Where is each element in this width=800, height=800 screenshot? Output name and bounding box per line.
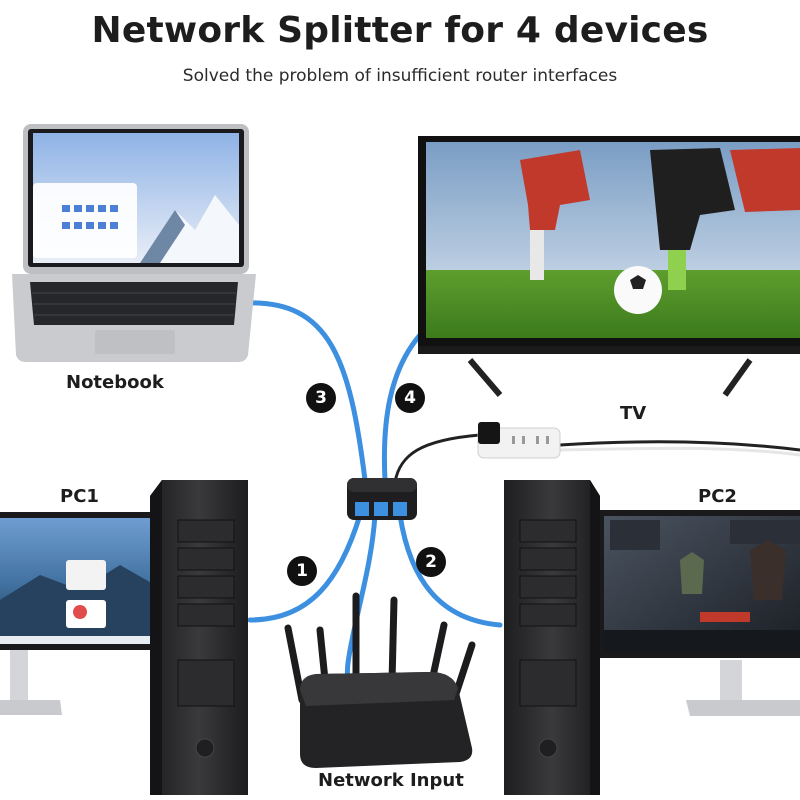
pc1-tower (150, 480, 248, 795)
pc2-monitor (598, 510, 800, 716)
tv-device (418, 136, 800, 397)
page-title: Network Splitter for 4 devices (91, 10, 709, 51)
power-cable (393, 433, 800, 483)
port-badge-4: 4 (395, 383, 425, 413)
pc1-monitor (0, 512, 160, 715)
router-device (284, 592, 476, 768)
label-tv: TV (620, 403, 647, 424)
notebook-device (12, 124, 256, 362)
cable-pc1 (247, 512, 363, 623)
page-subtitle: Solved the problem of insufficient route… (182, 66, 618, 86)
port-badge-1: 1 (287, 556, 317, 586)
network-splitter (347, 478, 417, 520)
port-badge-3: 3 (306, 383, 336, 413)
power-strip (477, 422, 561, 459)
label-network-input: Network Input (318, 770, 464, 791)
port-badge-2: 2 (416, 547, 446, 577)
cable-pc2 (397, 512, 503, 628)
label-notebook: Notebook (66, 372, 164, 393)
label-pc2: PC2 (698, 486, 737, 507)
label-pc1: PC1 (60, 486, 99, 507)
power-cord-white (559, 446, 800, 457)
pc2-tower (504, 480, 600, 795)
cable-notebook (243, 300, 368, 483)
cable-tv (381, 332, 423, 483)
